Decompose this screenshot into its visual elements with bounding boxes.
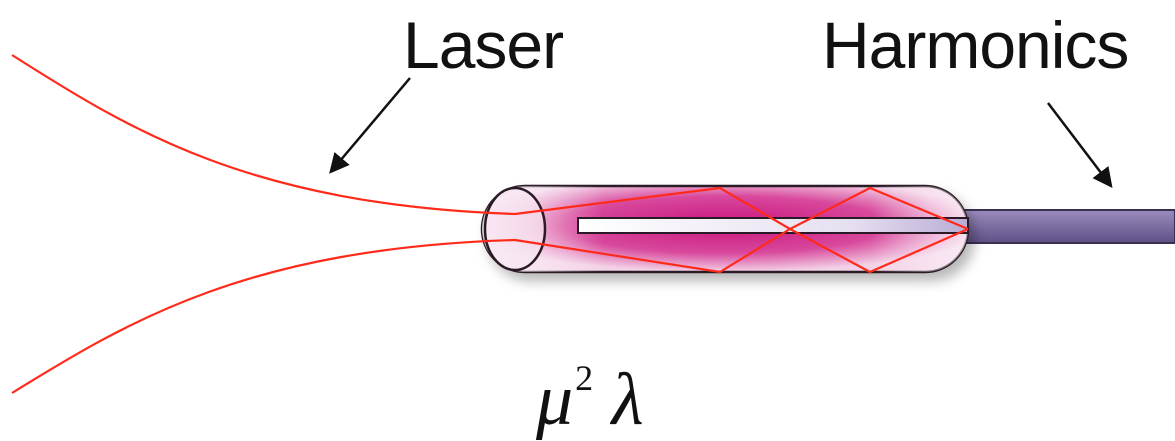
channel-entrance	[483, 186, 547, 272]
formula-superscript: 2	[575, 358, 594, 398]
laser-arrow	[329, 77, 411, 174]
laser-beam	[11, 54, 969, 394]
formula-trailing: λ	[611, 359, 644, 441]
harmonics-arrow	[1047, 102, 1113, 188]
formula-base: μ	[536, 359, 574, 441]
harmonics-label: Harmonics	[822, 8, 1129, 82]
laser-label: Laser	[403, 8, 564, 82]
formula: μ2 λ	[536, 360, 644, 437]
hhg-diagram	[11, 54, 1175, 394]
